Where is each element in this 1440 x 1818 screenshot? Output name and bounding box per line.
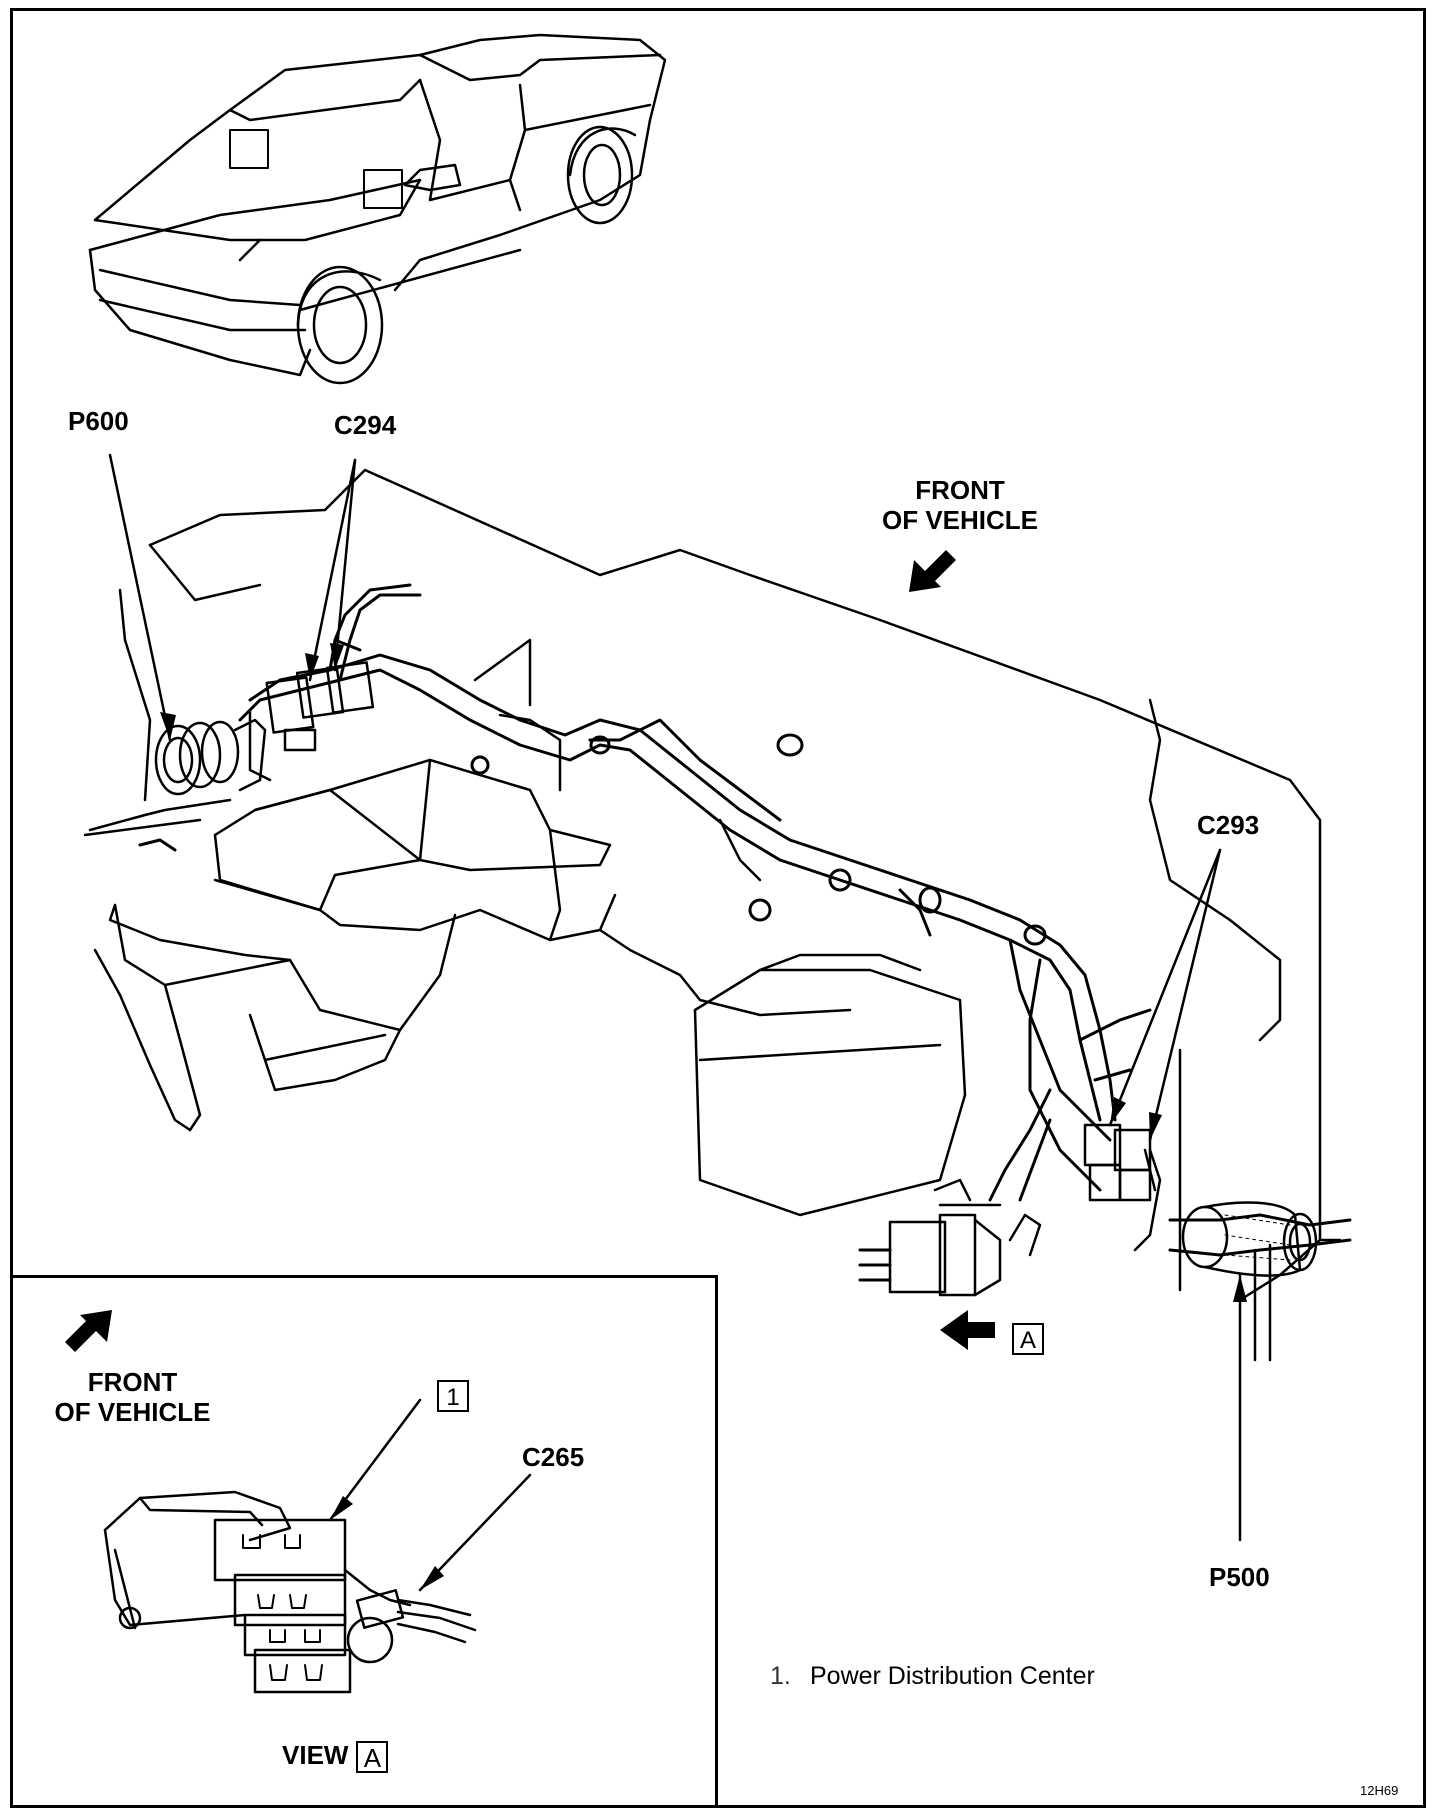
front-of-vehicle-line2: OF VEHICLE (881, 505, 1038, 535)
legend-text: Power Distribution Center (810, 1662, 1095, 1690)
item-1-arrowhead (330, 1496, 353, 1520)
p600-arrowhead (160, 712, 176, 740)
item-1-callout-box: 1 (437, 1380, 469, 1412)
p600-leader-line (110, 455, 170, 740)
c294-arrowhead-left (305, 653, 319, 680)
legend-item-1: 1. Power Distribution Center (770, 1662, 1095, 1691)
c265-arrowhead (420, 1566, 444, 1590)
c294-leader-line-left (310, 460, 355, 680)
c293-connector-drawing (1085, 1125, 1160, 1250)
inset-front-line1: FRONT (87, 1367, 178, 1397)
c293-arrowhead-left (1110, 1097, 1126, 1125)
view-a-reference-box: A (1012, 1323, 1044, 1355)
inset-front-line2: OF VEHICLE (54, 1397, 211, 1427)
view-a-inset-frame (10, 1275, 718, 1808)
p500-arrowhead (1233, 1275, 1247, 1302)
c265-label: C265 (522, 1442, 585, 1472)
main-wiring-harness (240, 585, 1350, 1255)
diagram-frame (10, 8, 1426, 1808)
c293-arrowhead-right (1149, 1112, 1162, 1140)
view-caption-box: A (356, 1741, 389, 1774)
leader-arrowheads (160, 643, 1247, 1590)
direction-arrows (65, 550, 995, 1352)
p500-label: P500 (1209, 1562, 1270, 1592)
p500-grommet-drawing (1183, 1202, 1316, 1275)
figure-code: 12H69 (1360, 1783, 1399, 1798)
view-a-direction-arrow (940, 1310, 995, 1350)
front-of-vehicle-line1: FRONT (915, 475, 1005, 505)
instrument-panel-structure (85, 470, 1340, 1360)
leader-lines (110, 455, 1240, 1590)
mirror-callout-box (230, 130, 268, 168)
inset-front-of-vehicle-label: FRONT OF VEHICLE (40, 1367, 225, 1427)
pickup-truck-drawing (90, 35, 665, 383)
p600-label: P600 (68, 406, 129, 436)
c293-leader-line-right (1150, 850, 1220, 1140)
view-a-connector-drawing (860, 1180, 1040, 1295)
front-of-vehicle-label: FRONT OF VEHICLE (855, 475, 1065, 535)
c293-label: C293 (1197, 810, 1260, 840)
c293-leader-line-left (1110, 850, 1220, 1125)
p600-grommet-drawing (156, 720, 265, 794)
windshield-callout-box (364, 170, 402, 208)
power-distribution-center-drawing (105, 1492, 475, 1692)
c294-leader-line-right (335, 460, 355, 670)
legend-number: 1. (770, 1662, 791, 1690)
view-caption-text: VIEW (282, 1740, 349, 1770)
front-of-vehicle-arrow (909, 550, 956, 592)
c294-label: C294 (334, 410, 397, 440)
inset-front-arrow (65, 1310, 112, 1352)
c294-connector-drawing (250, 640, 373, 780)
c294-arrowhead-right (330, 643, 344, 670)
